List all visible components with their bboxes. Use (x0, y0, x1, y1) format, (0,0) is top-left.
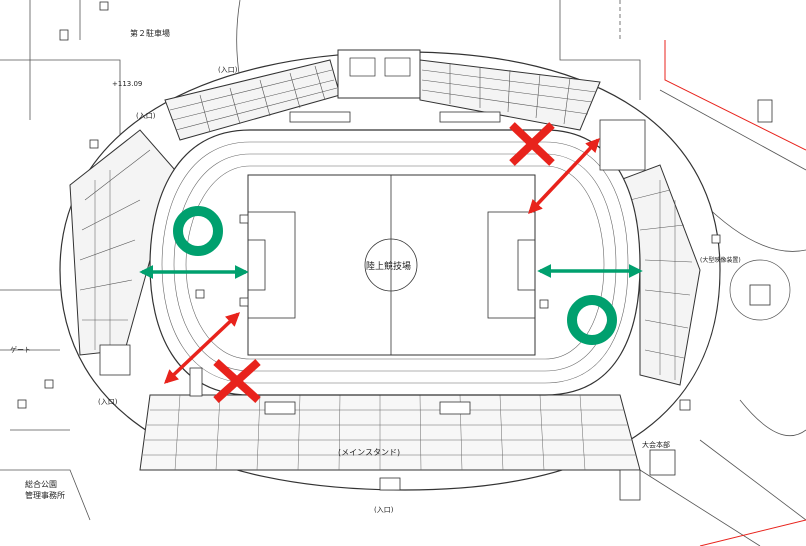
north-east-stand (419, 59, 601, 131)
cross-ng-icon (213, 359, 261, 403)
label-entrance-w: (入口) (98, 398, 118, 406)
label-park-office-line1: 総合公園 (25, 479, 57, 489)
label-parking: 第２駐車場 (130, 28, 170, 38)
boundary-line-south (699, 519, 806, 546)
boundary-line (664, 40, 806, 151)
label-facility-se: 大会本部 (642, 440, 670, 449)
label-main-stand: (メインスタンド) (338, 448, 400, 457)
north-building-room (384, 57, 411, 77)
cross-ng-icon (509, 122, 555, 166)
roundabout (729, 259, 791, 321)
center-circle (364, 238, 418, 292)
arrow-sw-ng (163, 312, 241, 384)
label-park-office: 総合公園 管理事務所 (25, 479, 65, 500)
label-elevation: +113.09 (112, 80, 142, 88)
goal-area-east (517, 239, 536, 291)
label-east-building: (大型映像装置) (700, 256, 741, 264)
track-lanes (185, 165, 605, 360)
main-stand (139, 394, 641, 471)
label-entrance-n: (入口) (136, 112, 156, 120)
label-west: ゲート (10, 345, 31, 354)
arrow-ne-ng (528, 137, 600, 215)
label-field: 陸上競技場 (366, 260, 411, 272)
football-field (247, 174, 536, 356)
circle-ok-icon (173, 206, 223, 256)
label-entrance-nw: (入口) (218, 66, 238, 74)
north-building-room (349, 57, 376, 77)
track-lanes (161, 141, 629, 384)
circle-ok-icon (567, 295, 617, 345)
label-park-office-line2: 管理事務所 (25, 490, 65, 500)
label-entrance-s: (入口) (374, 506, 394, 514)
